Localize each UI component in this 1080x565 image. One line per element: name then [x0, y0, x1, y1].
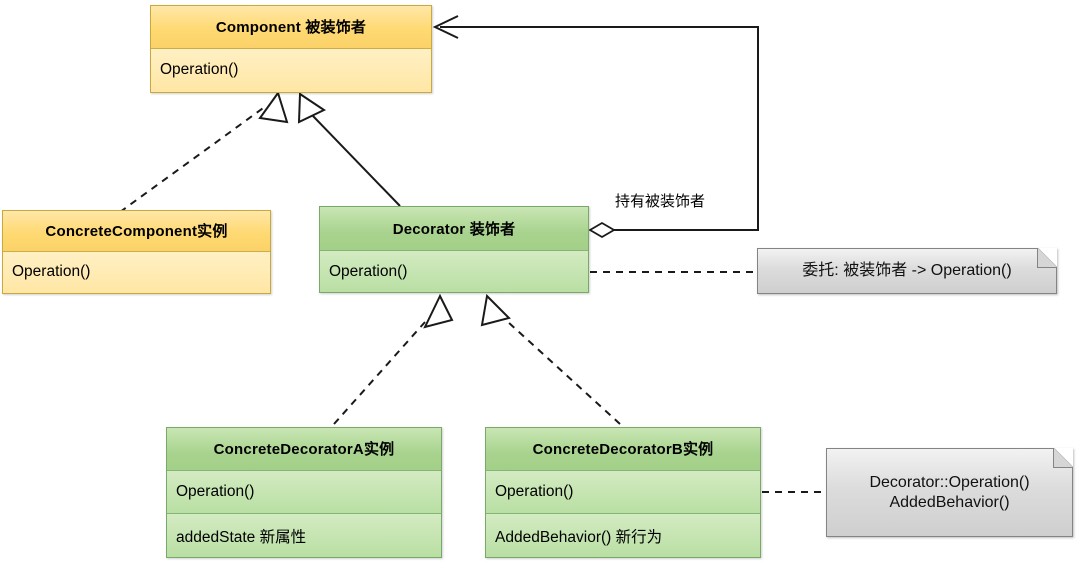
note-delegate-line-0: 委托: 被装饰者 -> Operation() — [802, 262, 1012, 279]
edge-decorator-to-component — [297, 92, 401, 207]
note-fold-corner-icon — [1037, 248, 1057, 268]
class-box-concretedecoratorb[interactable]: ConcreteDecoratorB实例 Operation() AddedBe… — [485, 427, 761, 558]
note-decorator-b-detail-line-1: AddedBehavior() — [889, 493, 1010, 511]
note-delegate[interactable]: 委托: 被装饰者 -> Operation() — [757, 248, 1057, 294]
class-name-component: Component 被装饰者 — [151, 6, 431, 49]
class-name-concretedecoratorb: ConcreteDecoratorB实例 — [486, 428, 760, 471]
edge-concretedecoratora-to-decorator — [333, 293, 454, 425]
edge-decorator-aggregation-component — [432, 15, 759, 239]
edge-concretecomponent-to-component — [119, 90, 289, 213]
class-member-decorator-0: Operation() — [320, 251, 588, 292]
class-member-concretedecoratora-0: Operation() — [167, 470, 441, 515]
class-member-component-0: Operation() — [151, 48, 431, 92]
edge-label-aggregation: 持有被装饰者 — [615, 193, 706, 210]
class-name-concretecomponent: ConcreteComponent实例 — [3, 211, 270, 252]
class-member-concretedecoratorb-1: AddedBehavior() 新行为 — [486, 514, 760, 557]
note-fold-corner-icon — [1053, 448, 1073, 468]
class-box-concretecomponent[interactable]: ConcreteComponent实例 Operation() — [2, 210, 271, 294]
class-box-concretedecoratora[interactable]: ConcreteDecoratorA实例 Operation() addedSt… — [166, 427, 442, 558]
note-decorator-b-detail-line-0: Decorator::Operation() — [869, 473, 1030, 491]
note-decorator-b-detail[interactable]: Decorator::Operation() AddedBehavior() — [826, 448, 1073, 537]
class-box-decorator[interactable]: Decorator 装饰者 Operation() — [319, 206, 589, 293]
class-member-concretedecoratora-1: addedState 新属性 — [167, 514, 441, 557]
class-name-concretedecoratora: ConcreteDecoratorA实例 — [167, 428, 441, 471]
class-member-concretedecoratorb-0: Operation() — [486, 470, 760, 515]
class-name-decorator: Decorator 装饰者 — [320, 207, 588, 252]
edge-concretedecoratorb-to-decorator — [480, 293, 621, 425]
class-box-component[interactable]: Component 被装饰者 Operation() — [150, 5, 432, 93]
class-member-concretecomponent-0: Operation() — [3, 251, 270, 293]
